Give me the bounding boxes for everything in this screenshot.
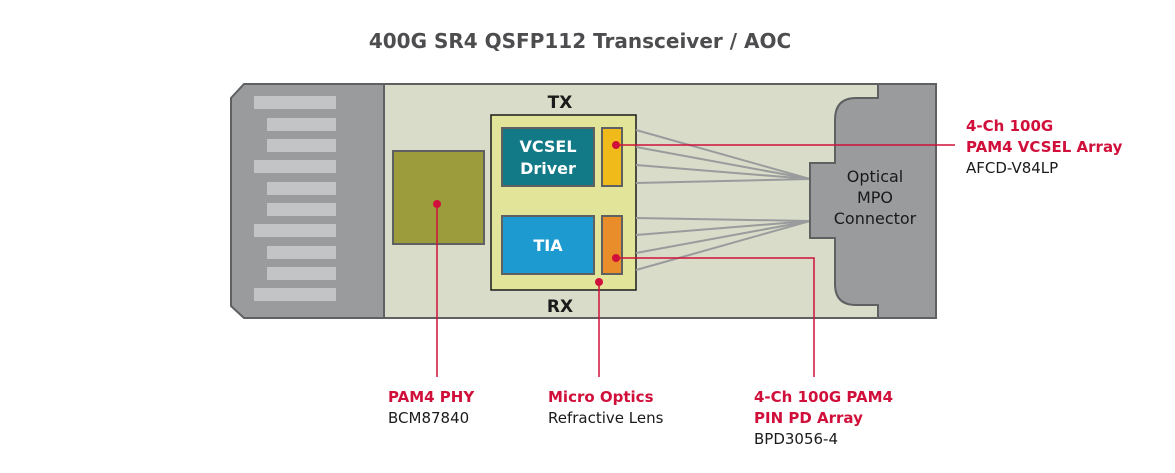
callout-part: AFCD-V84LP — [966, 159, 1058, 177]
contact-pad — [254, 224, 336, 237]
callout-heading: Micro Optics — [548, 388, 654, 406]
optical-fibers — [635, 129, 811, 271]
mpo-label-2: MPO — [857, 188, 893, 207]
tia-chip — [501, 215, 595, 275]
optical-fiber — [635, 217, 811, 222]
callout-leaders — [436, 144, 955, 377]
callout-part: BCM87840 — [388, 409, 469, 427]
callout-dots — [433, 141, 620, 286]
rx-label: RX — [547, 297, 573, 317]
contact-pad — [267, 182, 336, 195]
optical-fiber — [635, 164, 811, 180]
contact-pad — [267, 203, 336, 216]
contact-pad — [254, 160, 336, 173]
optical-fiber — [635, 220, 811, 236]
tia-label: TIA — [533, 236, 563, 255]
vcsel-driver-label-1: VCSEL — [519, 137, 576, 156]
callout-dot — [433, 200, 441, 208]
contact-pad — [267, 139, 336, 152]
callout-dot — [612, 254, 620, 262]
diagram-title: 400G SR4 QSFP112 Transceiver / AOC — [369, 29, 791, 53]
contact-pad — [254, 96, 336, 109]
optical-fiber — [635, 129, 811, 180]
contact-pad — [267, 267, 336, 280]
contact-pad — [254, 288, 336, 301]
vcsel-driver-chip — [501, 127, 595, 187]
callout-heading: 4-Ch 100G PAM4 — [754, 388, 893, 406]
callout-heading: PIN PD Array — [754, 409, 863, 427]
callout-vcsel-array: 4-Ch 100G PAM4 VCSEL Array AFCD-V84LP — [966, 117, 1123, 177]
callout-heading: PAM4 VCSEL Array — [966, 138, 1123, 156]
callout-part: Refractive Lens — [548, 409, 664, 427]
mpo-label-3: Connector — [834, 209, 917, 228]
optical-fiber — [635, 220, 811, 254]
vcsel-driver-label-2: Driver — [520, 159, 576, 178]
optical-fiber — [635, 146, 811, 180]
optical-fiber — [635, 220, 811, 271]
callout-micro-optics: Micro Optics Refractive Lens — [548, 388, 664, 427]
mpo-connector — [809, 83, 937, 319]
pam4-phy-chip — [392, 150, 485, 245]
callout-pin-pd: 4-Ch 100G PAM4 PIN PD Array BPD3056-4 — [754, 388, 893, 448]
tx-label: TX — [548, 93, 573, 113]
leader-pin-pd — [616, 257, 815, 377]
edge-connector-contacts — [254, 96, 336, 301]
vcsel-array — [601, 127, 623, 187]
contact-pad — [267, 246, 336, 259]
contact-pad — [267, 118, 336, 131]
callout-heading: 4-Ch 100G — [966, 117, 1053, 135]
callout-phy: PAM4 PHY BCM87840 — [388, 388, 475, 427]
callout-part: BPD3056-4 — [754, 430, 838, 448]
callout-dot — [612, 141, 620, 149]
pd-array — [601, 215, 623, 275]
callout-dot — [595, 278, 603, 286]
mpo-label-1: Optical — [847, 167, 904, 186]
optical-fiber — [635, 178, 811, 184]
callout-heading: PAM4 PHY — [388, 388, 475, 406]
